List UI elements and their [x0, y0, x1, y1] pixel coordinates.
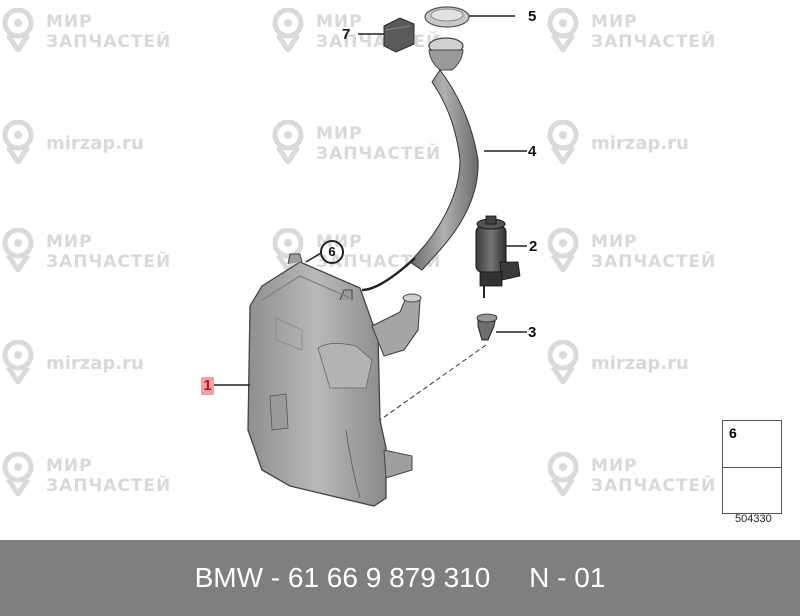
watermark-line2: ЗАПЧАСТЕЙ — [591, 252, 717, 272]
watermark-line1: МИР — [591, 456, 638, 476]
watermark-line1: МИР — [46, 12, 93, 32]
watermark-domain-text: mirzap.ru — [591, 133, 689, 154]
watermark-line1: МИР — [591, 232, 638, 252]
grommet-part — [379, 313, 527, 421]
watermark-line1: МИР — [316, 12, 363, 32]
diagram-code: 504330 — [735, 513, 772, 525]
legend-item-number: 6 — [729, 425, 737, 441]
watermark-line2: ЗАПЧАСТЕЙ — [316, 252, 442, 272]
washer-pump-part — [475, 215, 527, 298]
watermark-domain-text: mirzap.ru — [46, 353, 144, 374]
callout-3: 3 — [528, 324, 537, 341]
callout-2: 2 — [529, 238, 538, 255]
watermark-domain-text: mirzap.ru — [46, 133, 144, 154]
map-pin-icon — [547, 340, 579, 384]
callout-5: 5 — [528, 8, 537, 25]
clip-part — [358, 17, 415, 53]
map-pin-icon — [272, 120, 304, 164]
reservoir-tank-part — [214, 253, 422, 507]
map-pin-icon — [272, 8, 304, 52]
callout-7: 7 — [342, 26, 351, 43]
watermark-line1: МИР — [46, 456, 93, 476]
map-pin-icon — [2, 452, 34, 496]
watermark-line1: МИР — [316, 124, 363, 144]
legend-box: 6 — [722, 420, 782, 514]
watermark-domain-text: mirzap.ru — [591, 353, 689, 374]
map-pin-icon — [547, 8, 579, 52]
map-pin-icon — [547, 228, 579, 272]
legend-row-screw: 6 — [723, 421, 781, 468]
map-pin-icon — [2, 120, 34, 164]
watermark-line2: ЗАПЧАСТЕЙ — [46, 32, 172, 52]
map-pin-icon — [2, 228, 34, 272]
map-pin-icon — [2, 8, 34, 52]
diagram-stage: МИР ЗАПЧАСТЕЙ МИР ЗАПЧАСТЕЙ МИР ЗАПЧАСТЕ… — [2, 6, 782, 525]
watermark-line2: ЗАПЧАСТЕЙ — [591, 476, 717, 496]
watermark-line1: МИР — [591, 12, 638, 32]
part-number-text: BMW - 61 66 9 879 310 N - 01 — [194, 562, 606, 593]
filler-neck-part — [361, 37, 527, 292]
callout-6: 6 — [320, 240, 344, 264]
map-pin-icon — [547, 452, 579, 496]
watermark-line1: МИР — [46, 232, 93, 252]
watermark-line2: ЗАПЧАСТЕЙ — [46, 252, 172, 272]
callout-4: 4 — [528, 143, 537, 160]
watermark-line2: ЗАПЧАСТЕЙ — [316, 144, 442, 164]
footer-bar: BMW - 61 66 9 879 310 N - 01 — [0, 540, 800, 616]
map-pin-icon — [547, 120, 579, 164]
watermark-line2: ЗАПЧАСТЕЙ — [591, 32, 717, 52]
callout-1: 1 — [201, 377, 214, 395]
filler-cap-part — [424, 6, 515, 28]
parts-illustration — [214, 6, 781, 507]
map-pin-icon — [2, 340, 34, 384]
watermark-line2: ЗАПЧАСТЕЙ — [46, 476, 172, 496]
